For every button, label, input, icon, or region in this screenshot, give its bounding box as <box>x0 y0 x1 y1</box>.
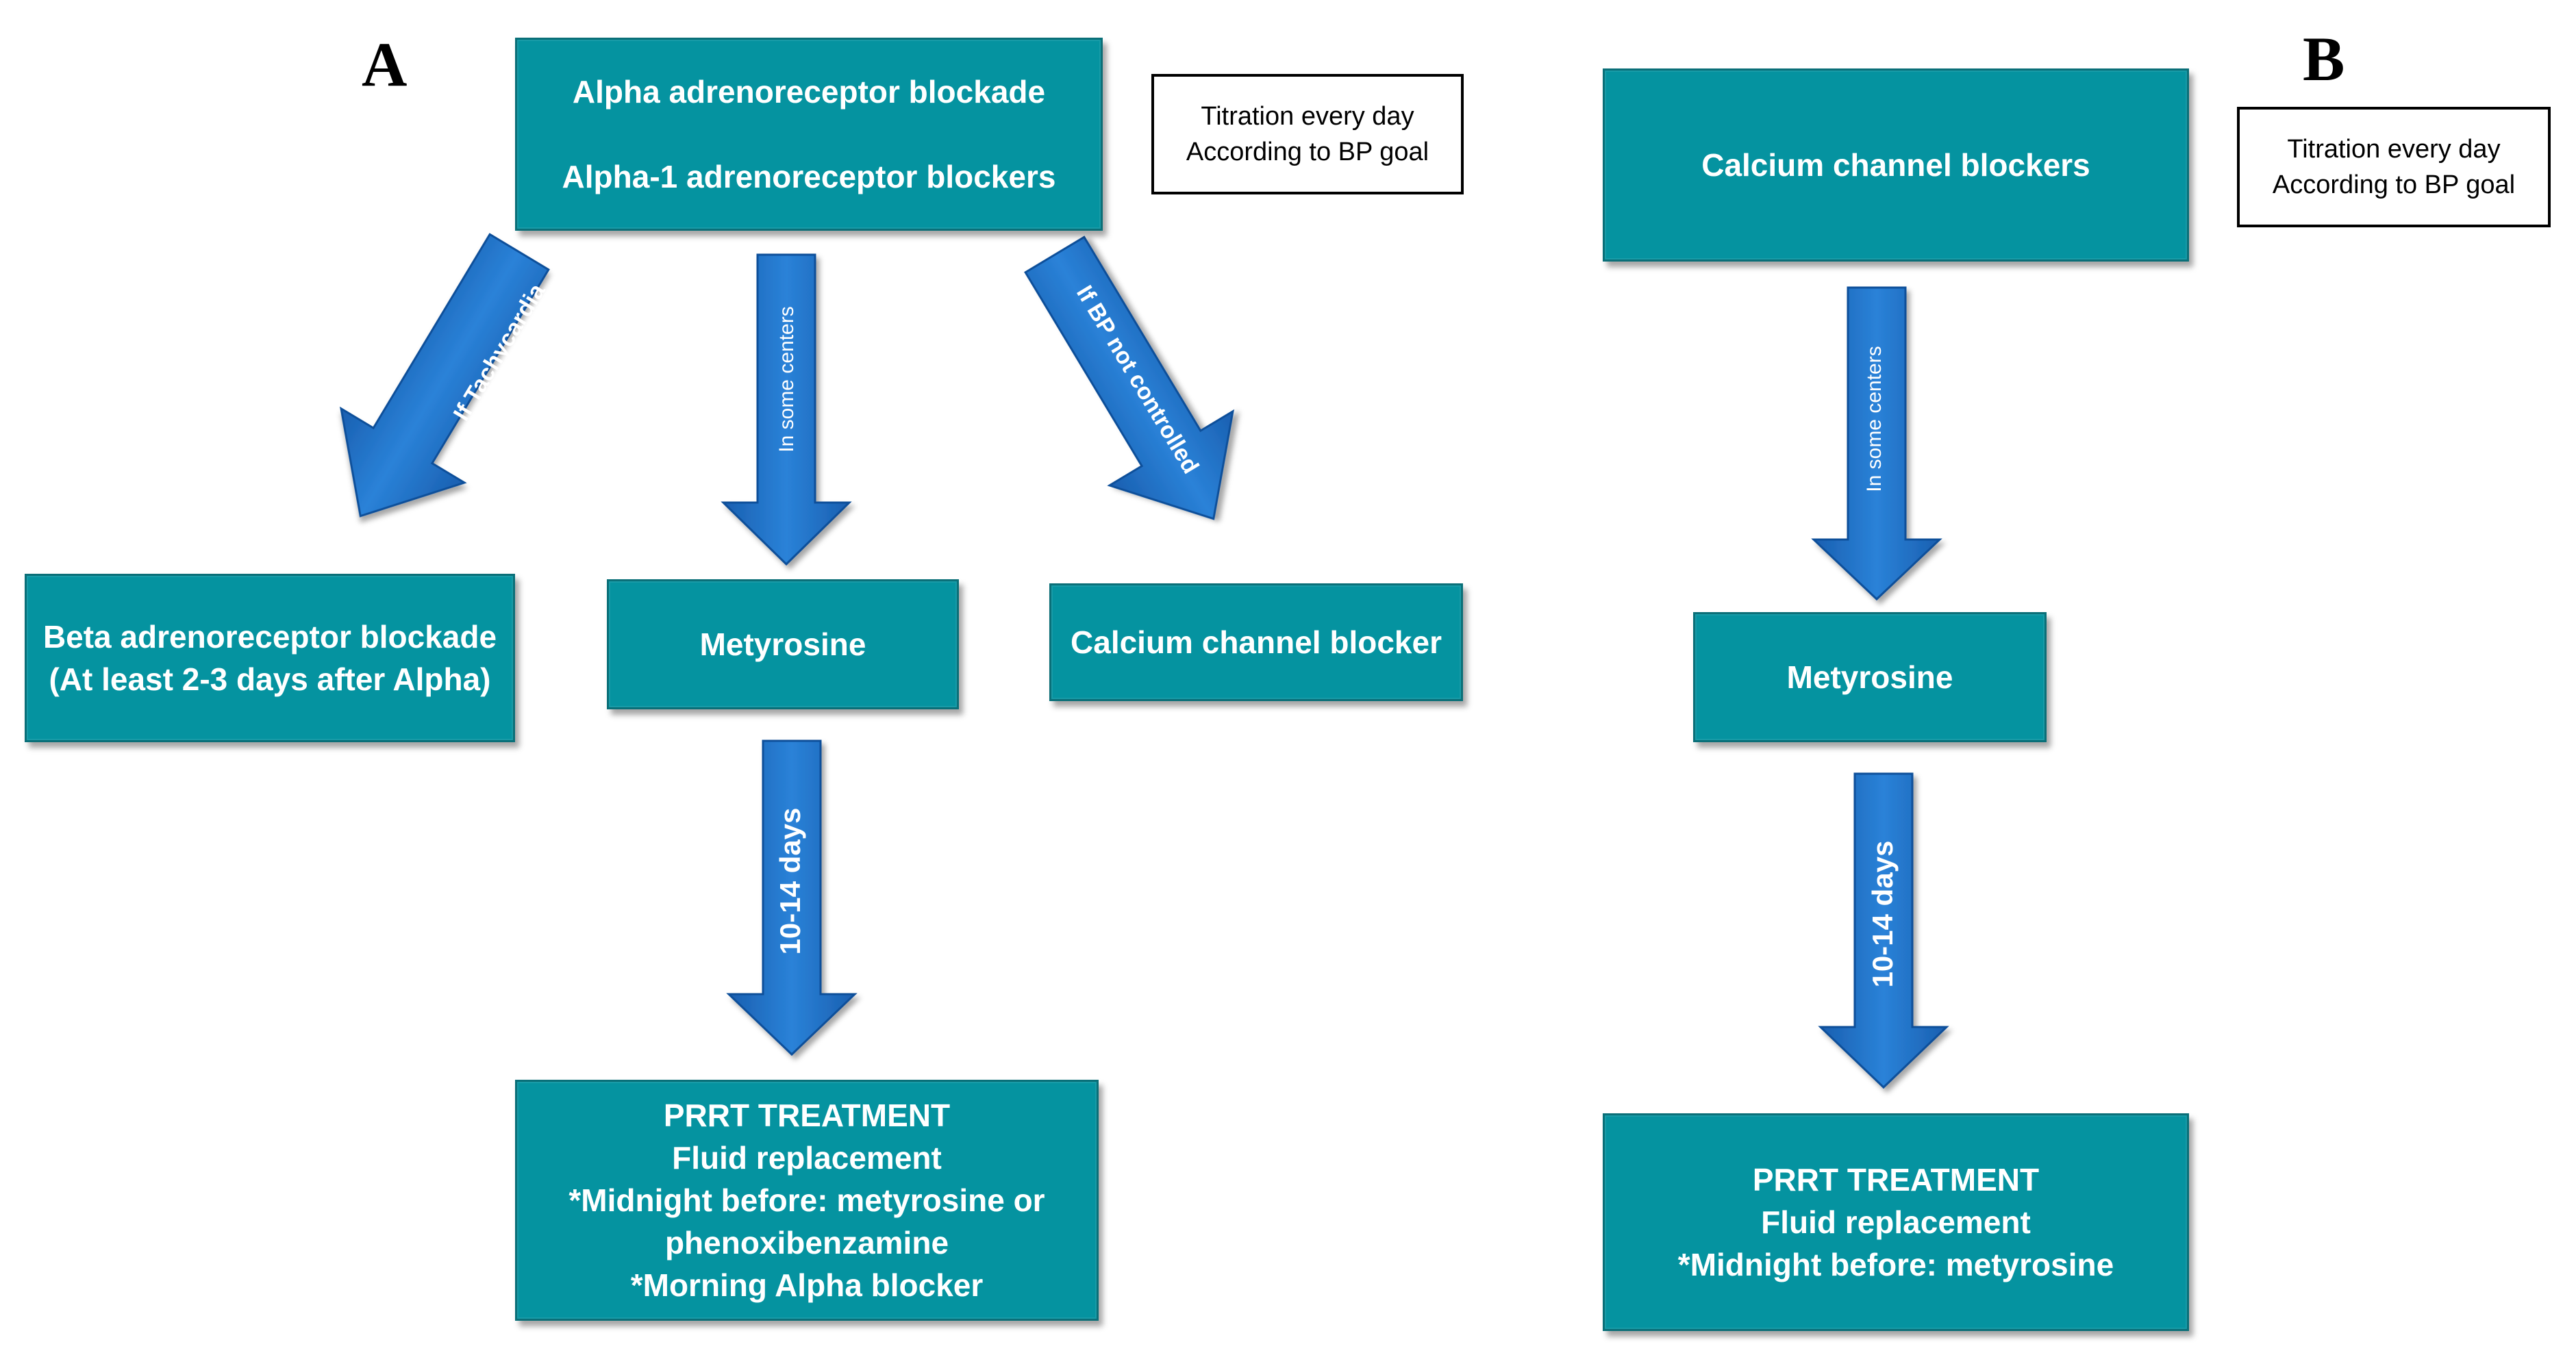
prrt-b-line1: PRRT TREATMENT <box>1752 1162 2040 1198</box>
alpha1-blockers-line: Alpha-1 adrenoreceptor blockers <box>562 159 1056 194</box>
arrow-10-14-days-a <box>726 739 858 1056</box>
calcium-channel-blocker-box: Calcium channel blocker <box>1049 583 1463 701</box>
titration-note-b-line2: According to BP goal <box>2272 170 2516 199</box>
beta-blockade-line: Beta adrenoreceptor blockade <box>42 619 497 655</box>
arrow-in-some-centers-a <box>721 253 852 566</box>
metyrosine-label-b: Metyrosine <box>1786 659 1953 695</box>
calcium-channel-blockers-label: Calcium channel blockers <box>1701 147 2090 183</box>
panel-b-label: B <box>2303 24 2345 94</box>
arrow-if-tachycardia <box>339 233 550 518</box>
prrt-b-line3: *Midnight before: metyrosine <box>1677 1247 2114 1282</box>
titration-note-b-line1: Titration every day <box>2287 135 2501 164</box>
prrt-treatment-box-b: PRRT TREATMENT Fluid replacement *Midnig… <box>1603 1113 2189 1331</box>
prrt-a-line1: PRRT TREATMENT <box>663 1098 951 1133</box>
calcium-channel-blockers-box: Calcium channel blockers <box>1603 68 2189 262</box>
prrt-b-line2: Fluid replacement <box>1761 1204 2031 1240</box>
beta-blockade-box: Beta adrenoreceptor blockade (At least 2… <box>25 574 515 742</box>
prrt-a-line2: Fluid replacement <box>672 1140 942 1176</box>
arrow-label-in-some-centers-a: In some centers <box>775 306 798 453</box>
metyrosine-label-a: Metyrosine <box>699 626 866 662</box>
titration-note-a-line2: According to BP goal <box>1186 138 1429 166</box>
titration-note-b: Titration every day According to BP goal <box>2237 107 2551 227</box>
arrow-10-14-days-b <box>1818 772 1949 1089</box>
arrow-if-bp-not-controlled <box>1024 236 1235 520</box>
arrow-label-10-14-days-a: 10-14 days <box>774 807 806 955</box>
panel-a-label: A <box>362 29 408 99</box>
calcium-channel-blocker-label: Calcium channel blocker <box>1071 624 1442 660</box>
prrt-a-line4: phenoxibenzamine <box>664 1225 949 1261</box>
arrow-label-in-some-centers-b: In some centers <box>1863 346 1886 492</box>
metyrosine-box-b: Metyrosine <box>1693 612 2047 742</box>
prrt-a-line3: *Midnight before: metyrosine or <box>568 1182 1045 1218</box>
titration-note-a: Titration every day According to BP goal <box>1151 74 1464 194</box>
prrt-treatment-box-a: PRRT TREATMENT Fluid replacement *Midnig… <box>515 1080 1099 1321</box>
arrow-label-10-14-days-b: 10-14 days <box>1866 840 1899 988</box>
alpha-blockade-box: Alpha adrenoreceptor blockade Alpha-1 ad… <box>515 38 1103 231</box>
arrow-in-some-centers-b <box>1811 286 1942 601</box>
beta-timing-line: (At least 2-3 days after Alpha) <box>49 661 491 697</box>
alpha-blockade-line: Alpha adrenoreceptor blockade <box>572 74 1046 110</box>
prrt-a-line5: *Morning Alpha blocker <box>630 1267 984 1303</box>
metyrosine-box-a: Metyrosine <box>607 579 959 709</box>
titration-note-a-line1: Titration every day <box>1201 102 1414 131</box>
